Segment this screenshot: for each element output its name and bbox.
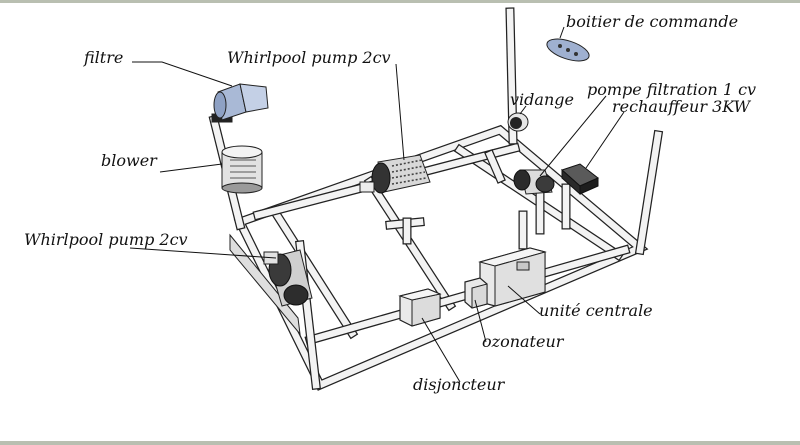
central-unit-box <box>478 247 547 307</box>
pump-icon <box>263 249 313 307</box>
label-whirlpool-pump-top: Whirlpool pump 2cv <box>227 48 391 67</box>
pump-icon <box>513 169 555 195</box>
leader-lines <box>129 26 625 383</box>
label-control-box: boitier de commande <box>566 12 739 31</box>
label-drain: vidange <box>510 90 574 109</box>
filter-icon <box>213 83 269 121</box>
control-panel-icon <box>546 38 590 62</box>
blower-icon <box>221 145 263 194</box>
label-breaker: disjoncteur <box>413 375 505 394</box>
breaker-box <box>398 288 442 327</box>
label-heater: rechauffeur 3KW <box>612 97 751 116</box>
label-filter: filtre <box>84 48 124 67</box>
label-blower: blower <box>101 151 157 170</box>
label-ozonator: ozonateur <box>482 332 564 351</box>
heater-icon <box>561 163 599 196</box>
label-filtration-pump: pompe filtration 1 cv <box>587 80 757 99</box>
label-central-unit: unité centrale <box>539 301 653 320</box>
label-whirlpool-pump-left: Whirlpool pump 2cv <box>24 230 188 249</box>
pump-icon <box>359 154 431 194</box>
drain-icon <box>507 112 529 132</box>
frame-structure <box>208 7 664 391</box>
